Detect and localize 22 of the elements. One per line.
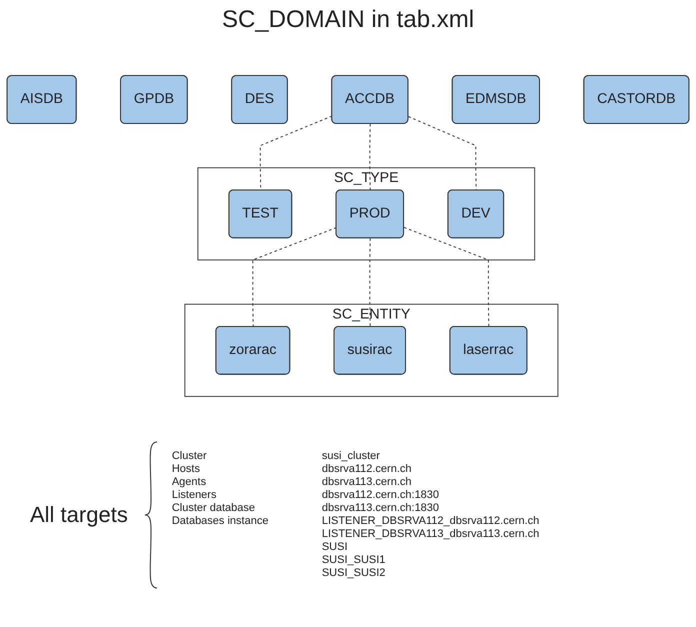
target-value: dbsrva113.cern.ch: [322, 476, 413, 489]
target-value: SUSI: [322, 541, 349, 554]
target-type: Cluster: [172, 450, 208, 463]
target-value: dbsrva113.cern.ch:1830: [322, 502, 440, 515]
connector: [252, 227, 337, 328]
connector: [369, 123, 371, 191]
target-value: dbsrva112.cern.ch:1830: [322, 489, 440, 502]
section-label: All targets: [30, 502, 128, 528]
target-value: susi_cluster: [322, 450, 381, 463]
target-value: LISTENER_DBSRVA113_dbsrva113.cern.ch: [322, 528, 540, 541]
target-type: Hosts: [172, 463, 201, 476]
target-type: Cluster database: [172, 502, 256, 515]
target-value: dbsrva112.cern.ch: [322, 463, 413, 476]
diagram-title: SC_DOMAIN in tab.xml: [220, 6, 476, 34]
target-value: SUSI_SUSI2: [322, 567, 386, 580]
connector: [404, 226, 490, 328]
target-value: LISTENER_DBSRVA112_dbsrva112.cern.ch: [322, 515, 540, 528]
target-type: Listeners: [172, 489, 218, 502]
target-type: Databases instance: [172, 515, 270, 528]
target-value: SUSI_SUSI1: [322, 554, 386, 567]
connector: [369, 238, 371, 328]
target-type: Agents: [172, 476, 208, 489]
